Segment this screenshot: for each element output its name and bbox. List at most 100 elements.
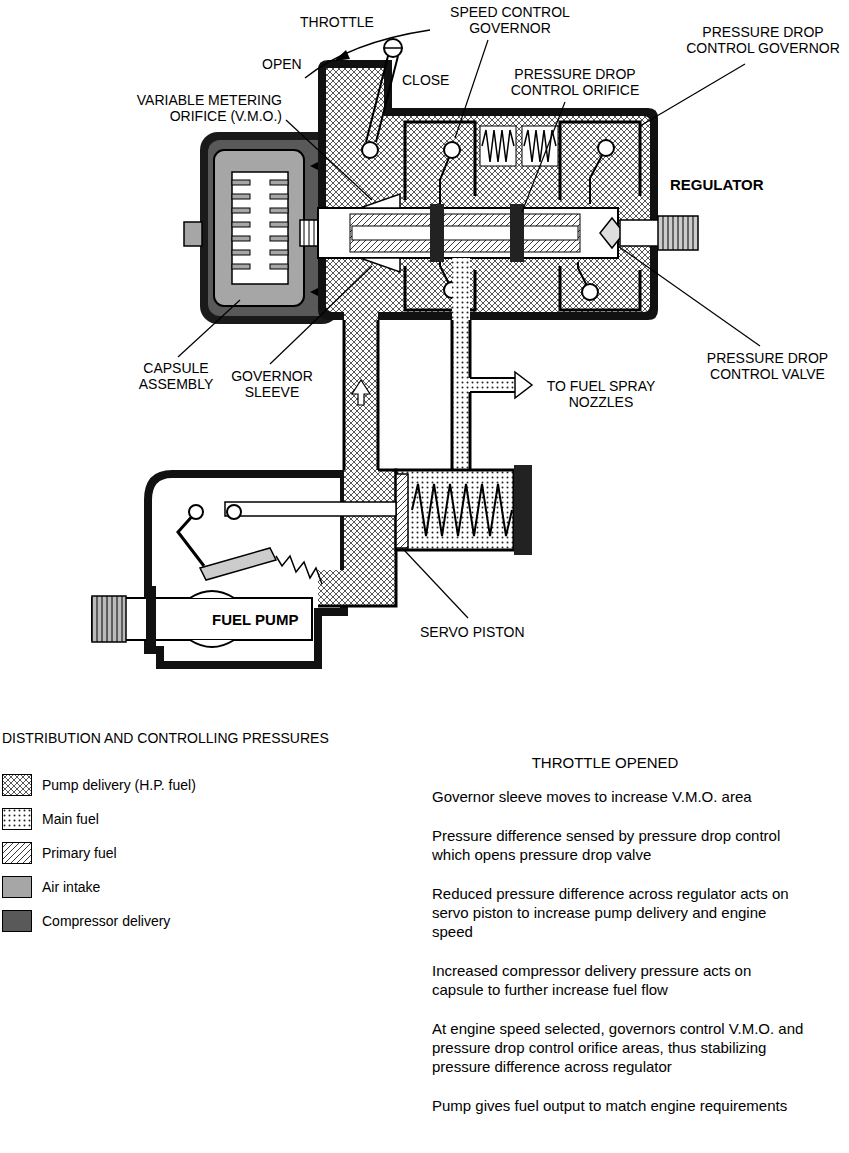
capsule-assembly-part-part <box>232 194 250 199</box>
fuel-pump-housing-part <box>514 465 532 555</box>
throttle-lever-part <box>376 56 398 142</box>
leader-line-part <box>178 300 240 357</box>
legend-row: Pump delivery (H.P. fuel) <box>2 774 342 798</box>
note-text: Governor sleeve moves to increase V.M.O.… <box>432 787 804 806</box>
flow-label: TO FUEL SPRAY NOZZLES <box>536 378 666 410</box>
legend-text: Pump delivery (H.P. fuel) <box>42 777 196 793</box>
capsule-assembly-part-part <box>270 250 288 255</box>
throttle-lever-part <box>366 56 388 142</box>
leader-line-part <box>270 266 372 364</box>
regulator-spool-part-part <box>582 284 598 300</box>
capsule-assembly-part-part <box>270 194 288 199</box>
regulator-spool-part-part <box>663 216 664 250</box>
regulator-spool-part-part <box>683 216 684 250</box>
throttle-lever-part <box>334 50 350 61</box>
fuel-pipes-part <box>470 377 515 379</box>
fuel-pipes-part <box>377 320 380 470</box>
capsule-assembly-part-part <box>232 222 250 227</box>
leader-line-part <box>618 246 760 346</box>
legend-swatch <box>2 774 32 796</box>
capsule-assembly-part <box>184 222 202 246</box>
part-label: CAPSULE ASSEMBLY <box>130 360 222 392</box>
fuel-pipes-part <box>470 378 515 392</box>
throttle-lever-part <box>384 47 402 49</box>
capsule-assembly-part-part <box>270 236 288 241</box>
part-label: PRESSURE DROP CONTROL GOVERNOR <box>680 24 846 56</box>
capsule-assembly-part-part <box>270 264 288 269</box>
section-heading: THROTTLE OPENED <box>500 754 710 772</box>
note-text: Pump gives fuel output to match engine r… <box>432 1096 804 1115</box>
regulator-spool-part-part <box>309 220 310 246</box>
legend-swatch <box>2 808 32 830</box>
fuel-pipes-part <box>343 320 346 472</box>
fuel-pump-housing-part-part <box>97 596 98 642</box>
leader-line-part <box>286 120 372 200</box>
regulator-spool-part-part <box>693 216 694 250</box>
legend-swatch <box>2 842 32 864</box>
fuel-pump-housing-part <box>276 556 322 584</box>
legend-swatch <box>2 876 32 898</box>
regulator-spool-part <box>352 226 578 240</box>
capsule-assembly-part-part <box>232 264 250 269</box>
regulator-spool-part <box>360 258 400 272</box>
fuel-pump-housing-part-part <box>112 596 113 642</box>
capsule-assembly-part-part <box>232 250 250 255</box>
regulator-spool-part <box>318 208 618 258</box>
fuel-pump-housing-part <box>318 470 396 606</box>
legend-swatch <box>2 910 32 932</box>
fuel-pipes-part <box>451 320 454 470</box>
throttle-lever-part <box>305 30 430 78</box>
legend-swatch-fill <box>3 843 32 864</box>
fuel-pipes-part <box>352 380 370 405</box>
legend-swatch-fill <box>3 809 32 830</box>
fuel-pump-housing-part <box>97 596 122 642</box>
fuel-pump-housing-part-part <box>122 596 123 642</box>
regulator-spool-part <box>350 214 580 252</box>
legend-row: Compressor delivery <box>2 910 342 934</box>
fuel-pipes <box>344 258 532 472</box>
capsule-assembly-part-part <box>232 236 250 241</box>
fuel-pump-housing-part-part <box>102 596 103 642</box>
regulator-spool-part <box>304 220 314 246</box>
regulator-spool-part <box>360 194 400 208</box>
capsule-assembly-part <box>232 172 288 284</box>
legend-row: Primary fuel <box>2 842 342 866</box>
regulator-spool-part-part <box>362 142 378 158</box>
legend-text: Compressor delivery <box>42 913 170 929</box>
fuel-pipes-part <box>515 372 532 398</box>
part-label: PRESSURE DROP CONTROL VALVE <box>690 350 845 382</box>
note-text: Reduced pressure difference across regul… <box>432 884 804 941</box>
fuel-pump-housing-part <box>190 591 234 598</box>
notes-column: Governor sleeve moves to increase V.M.O.… <box>432 787 804 1135</box>
capsule-assembly-part-part <box>232 180 250 185</box>
unit-label: REGULATOR <box>670 176 780 194</box>
regulator-spool-part-part <box>444 142 460 158</box>
fuel-pump-housing-part <box>178 512 204 566</box>
regulator-spool-part <box>430 204 444 262</box>
leader-line-part <box>404 550 468 618</box>
direction-label: OPEN <box>262 56 304 72</box>
legend-text: Main fuel <box>42 811 99 827</box>
part-label: SPEED CONTROL GOVERNOR <box>430 4 590 36</box>
fuel-pipes-part <box>452 258 470 472</box>
part-label: THROTTLE <box>300 14 390 30</box>
capsule-assembly-part-part <box>232 208 250 213</box>
legend-row: Air intake <box>2 876 342 900</box>
regulator-spool-part-part <box>688 216 689 250</box>
legend-text: Air intake <box>42 879 100 895</box>
regulator-housing <box>318 60 658 320</box>
part-label: GOVERNOR SLEEVE <box>224 368 320 400</box>
regulator-housing-part <box>524 130 556 162</box>
throttle-lever-part <box>384 39 402 57</box>
capsule-assembly-part <box>214 150 304 306</box>
legend-row: Main fuel <box>2 808 342 832</box>
fuel-pump-housing-part <box>318 570 396 606</box>
fuel-pipes-part <box>469 392 472 470</box>
fuel-pump-housing-part <box>146 586 156 652</box>
legend-text: Primary fuel <box>42 845 117 861</box>
regulator-spool-part-part <box>673 216 674 250</box>
regulator-spool-part <box>620 220 660 246</box>
fuel-pump-housing-part <box>200 548 276 580</box>
legend-heading: DISTRIBUTION AND CONTROLLING PRESSURES <box>2 730 402 746</box>
